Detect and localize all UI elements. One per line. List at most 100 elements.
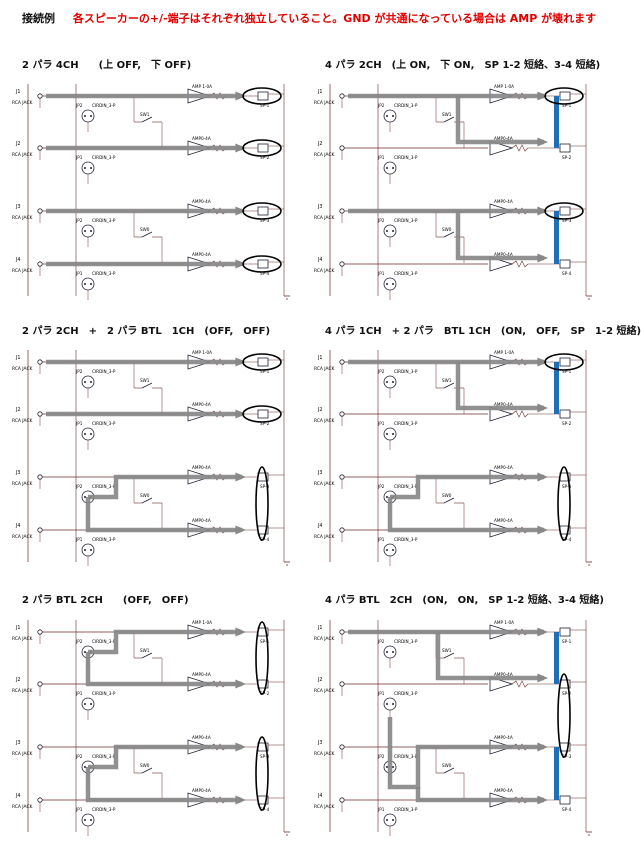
amp-label: AMP0-4A bbox=[494, 465, 513, 470]
circuit-label: CIRDIN_3-P bbox=[92, 271, 116, 276]
jumper-pin bbox=[392, 819, 394, 821]
amp-label: AMP0-4A bbox=[494, 252, 513, 257]
signal-path-arrowhead bbox=[537, 627, 548, 637]
signal-path-arrow bbox=[387, 497, 544, 533]
signal-path-arrowhead bbox=[537, 795, 548, 805]
jumper-symbol bbox=[383, 697, 397, 711]
signal-path-arrowhead bbox=[537, 357, 548, 367]
circuit-label: CIRDIN_3-P bbox=[394, 484, 418, 489]
speaker-short-bar bbox=[554, 362, 559, 414]
signal-path-arrowhead bbox=[537, 472, 548, 482]
jumper-pin bbox=[386, 115, 388, 117]
sp-label: SP-2 bbox=[562, 421, 572, 426]
jumper-pin bbox=[392, 167, 394, 169]
jumper-symbol bbox=[383, 161, 397, 175]
jack-label: J3 bbox=[15, 740, 20, 746]
jumper-pin bbox=[386, 381, 388, 383]
jumper-symbol bbox=[81, 697, 95, 711]
amp-label: AMP 1-0A bbox=[494, 350, 514, 355]
sw-label: SW1 bbox=[140, 112, 150, 117]
jumper-pin bbox=[84, 819, 86, 821]
switch-symbol bbox=[141, 116, 153, 123]
signal-path-arrowhead bbox=[235, 472, 246, 482]
jumper-pin bbox=[84, 549, 86, 551]
jp-label: JP2 bbox=[75, 218, 83, 223]
sw-label: SW0 bbox=[140, 493, 150, 498]
jumper-symbol bbox=[81, 427, 95, 441]
jumper-symbol bbox=[81, 277, 95, 291]
jack-label: J2 bbox=[15, 407, 20, 413]
signal-path-arrowhead bbox=[235, 206, 246, 216]
rca-jack-symbol bbox=[37, 629, 43, 635]
rca-jack-symbol bbox=[37, 681, 43, 687]
sp-label: SP-2 bbox=[562, 155, 572, 160]
speaker-terminal bbox=[559, 259, 571, 269]
rca-label: RCA JACK bbox=[314, 636, 335, 642]
sp-label: SP-4 bbox=[562, 271, 572, 276]
jack-label: J1 bbox=[15, 355, 20, 361]
rca-label: RCA JACK bbox=[314, 534, 335, 540]
amp-label: AMP 1-0A bbox=[494, 620, 514, 625]
circuit-label: CIRDIN_3-P bbox=[92, 369, 116, 374]
panel-title-4: 4 パラ 1CH + 2 パラ BTL 1CH (ON, OFF, SP 1-2… bbox=[325, 326, 641, 337]
circuit-label: CIRDIN_3-P bbox=[92, 754, 116, 759]
jumper-pin bbox=[386, 230, 388, 232]
jumper-symbol bbox=[383, 277, 397, 291]
circuit-label: CIRDIN_3-P bbox=[92, 639, 116, 644]
jack-label: J1 bbox=[317, 625, 322, 631]
jp-label: JP2 bbox=[75, 103, 83, 108]
circuit-label: CIRDIN_3-P bbox=[394, 155, 418, 160]
sw-label: SW0 bbox=[442, 763, 452, 768]
amp-label: AMP 1-0A bbox=[192, 620, 212, 625]
jumper-pin bbox=[90, 549, 92, 551]
jumper-symbol bbox=[383, 109, 397, 123]
rca-jack-symbol bbox=[37, 797, 43, 803]
circuit-label: CIRDIN_3-P bbox=[92, 103, 116, 108]
switch-symbol bbox=[443, 382, 455, 389]
speaker-terminal bbox=[257, 409, 269, 419]
jumper-symbol bbox=[81, 161, 95, 175]
rca-jack-symbol bbox=[339, 744, 345, 750]
speaker-highlight-ellipse bbox=[242, 353, 282, 371]
amp-label: AMP0-4A bbox=[494, 735, 513, 740]
jack-label: J3 bbox=[317, 740, 322, 746]
jumper-symbol bbox=[81, 813, 95, 827]
speaker-highlight-ellipse bbox=[544, 87, 584, 105]
jumper-pin bbox=[392, 766, 394, 768]
rca-jack-symbol bbox=[339, 681, 345, 687]
jumper-pin bbox=[90, 283, 92, 285]
speaker-highlight-ellipse bbox=[242, 255, 282, 273]
circuit-label: CIRDIN_3-P bbox=[92, 691, 116, 696]
signal-path-arrowhead bbox=[235, 357, 246, 367]
speaker-terminal bbox=[559, 409, 571, 419]
switch-symbol bbox=[443, 116, 455, 123]
speaker-highlight-ellipse bbox=[242, 87, 282, 105]
signal-path-arrowhead bbox=[235, 627, 246, 637]
panel-title-6: 4 パラ BTL 2CH (ON, ON, SP 1-2 短絡、3-4 短絡) bbox=[325, 595, 604, 606]
jp-label: JP2 bbox=[377, 639, 385, 644]
speaker-terminal bbox=[559, 206, 571, 216]
speaker-short-bar bbox=[554, 96, 559, 148]
jack-label: J4 bbox=[317, 257, 322, 263]
switch-symbol bbox=[141, 767, 153, 774]
jack-label: J4 bbox=[15, 257, 20, 263]
jumper-pin bbox=[90, 115, 92, 117]
speaker-highlight-ellipse bbox=[242, 405, 282, 423]
speaker-highlight-ellipse bbox=[544, 353, 584, 371]
signal-path-arrow bbox=[85, 497, 242, 533]
speaker-short-bar bbox=[554, 632, 559, 684]
jumper-pin bbox=[392, 703, 394, 705]
jumper-pin bbox=[84, 703, 86, 705]
jp-label: JP2 bbox=[377, 103, 385, 108]
switch-symbol bbox=[443, 497, 455, 504]
sp-label: SP-2 bbox=[562, 691, 572, 696]
sp-label: SP-1 bbox=[562, 103, 572, 108]
signal-path-arrowhead bbox=[537, 137, 548, 147]
amp-label: AMP0-4A bbox=[192, 402, 211, 407]
jumper-pin bbox=[392, 115, 394, 117]
amp-symbol bbox=[489, 676, 514, 692]
rca-label: RCA JACK bbox=[12, 418, 33, 424]
signal-path-arrowhead bbox=[537, 91, 548, 101]
jumper-pin bbox=[386, 433, 388, 435]
